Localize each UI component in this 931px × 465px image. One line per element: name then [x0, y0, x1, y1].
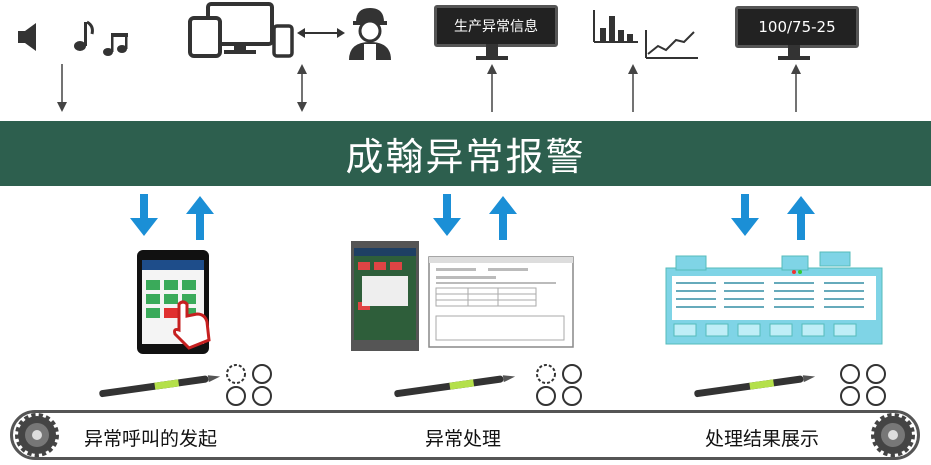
connector-arrows — [57, 64, 801, 112]
speaker-icon — [16, 20, 50, 58]
rings-icon — [226, 364, 272, 406]
gear-icon — [15, 413, 59, 457]
alarm-banner: 成翰异常报警 — [0, 121, 931, 186]
devices-icon — [188, 2, 296, 62]
tablet-icon — [135, 248, 230, 362]
stage-label-handle: 异常处理 — [425, 428, 502, 450]
monitor-stand — [788, 45, 800, 56]
counter-text: 100/75-25 — [758, 18, 836, 36]
counter-monitor: 100/75-25 — [735, 6, 859, 48]
monitor-base — [476, 56, 508, 60]
music-notes-icon — [70, 16, 130, 62]
monitor-base — [778, 56, 810, 60]
chart-icon — [590, 8, 700, 64]
rings-icon — [840, 364, 886, 406]
gear-icon — [871, 413, 915, 457]
pen-scanner-icon — [99, 375, 221, 398]
worker-icon — [345, 4, 395, 64]
rings-icon — [536, 364, 582, 406]
bidirectional-arrow-icon — [297, 25, 345, 44]
stage-label-call: 异常呼叫的发起 — [84, 428, 218, 450]
mobile-screen — [350, 240, 420, 356]
production-info-text: 生产异常信息 — [454, 19, 538, 35]
pen-scanner-icon — [394, 375, 516, 398]
banner-title: 成翰异常报警 — [345, 135, 586, 179]
dashboard-screen — [664, 250, 884, 350]
stage-label-display: 处理结果展示 — [705, 428, 820, 450]
desktop-form-screen — [428, 256, 574, 352]
production-info-monitor: 生产异常信息 — [434, 5, 558, 47]
conveyor-belt — [10, 410, 920, 460]
monitor-stand — [486, 44, 498, 56]
pen-scanner-icon — [694, 375, 816, 398]
blue-arrows — [130, 194, 815, 240]
